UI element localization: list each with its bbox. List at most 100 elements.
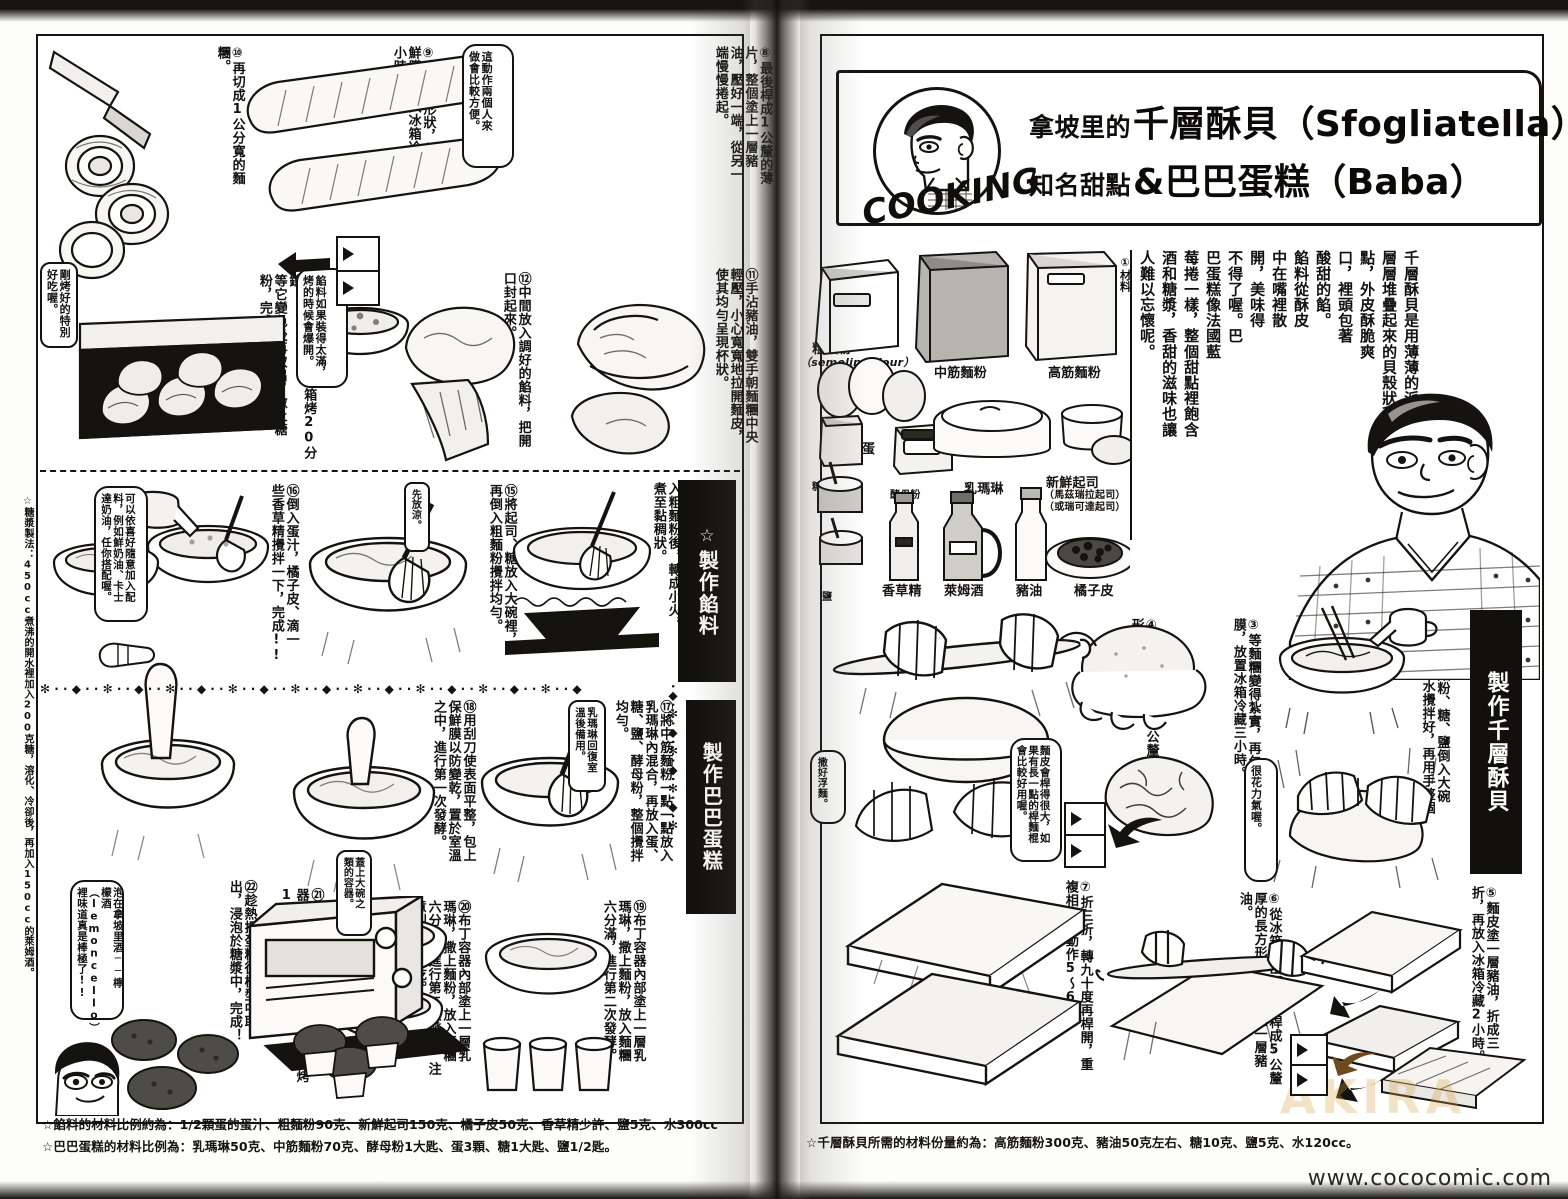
column-separator-vertical: ·◆·✻·◆·✻·◆·✻·◆·✻ [666,684,680,833]
dough-slab-illustration [822,860,1102,1100]
intro-col-2: 層層堆疊起來的貝殼狀甜 [1380,250,1399,422]
bubble-effort: 很花力氣喔。 [1244,758,1278,882]
knife-and-rolls-illustration [46,44,226,324]
wrapped-dough-illustration [1372,1034,1536,1114]
rolling-pin-illustration [1086,930,1336,1100]
bubble-rolling-pin-text: 麵皮會桿得很大，如 果有長一點的桿麵棍 會比較好用喔。 [1015,745,1051,844]
intro-col-4: 口，裡頭包著 [1336,250,1355,344]
bubble-filling-overfill-text: 餡料如果裝得太滿， 烤的時候會爆開。 [301,275,328,378]
site-watermark: www.cococomic.com [1307,1166,1552,1191]
intro-col-11: 莓捲一樣，整個甜點裡飽含 [1182,250,1201,438]
cream-bowl-illustration [88,660,248,860]
play-triangle-icon [343,247,354,261]
filling-cone-illustration [388,288,528,468]
fast-forward-icon-left [336,236,380,306]
mixing-bowl-illustration [1250,600,1440,750]
flow-arrow-left-right [1106,812,1164,856]
bubble-topping-options: 可以依喜好隨意加入配 料，例如鮮奶油、卡士 達奶油，任你搭配喔。 [94,486,148,622]
big-rolling-pin-illustration [826,600,1096,820]
step-5-text: ⑤麵皮塗一層豬油，折成三 折，再放入冰箱冷藏2小時。 [1468,886,1499,1064]
title-lines: 拿坡里的 千層酥貝（Sfogliatella） 知名甜點 &巴巴蛋糕（Baba） [1029,95,1568,205]
kneading-hands-illustration [1250,740,1460,890]
mixing-bowl-whisk-illustration [292,500,482,680]
intro-col-13: 人難以忘懷呢。 [1138,250,1157,360]
left-page-separator-mid: ✻ · · ◆ · · ✻ · · ◆ · · ✻ · · ◆ · · ✻ · … [40,682,582,696]
intro-col-3: 點，外皮酥脆爽 [1358,250,1377,360]
star-icon: ☆ [699,526,714,546]
ingredients-divider [1130,250,1132,540]
bubble-cover-container-text: 蓋上大碗之 類的容器。 [341,857,364,909]
title-row-2: 知名甜點 &巴巴蛋糕（Baba） [1029,153,1568,205]
section-banner-baba-label: 製作巴巴蛋糕 [699,742,723,872]
footnote-filling: ☆餡料的材料比例約為：1/2顆蛋的蛋汁、粗麵粉90克、新鮮起司150克、橘子皮5… [42,1117,719,1132]
ingredients-illustration [800,250,1130,600]
section-banner-baba: 製作巴巴蛋糕 [686,700,736,914]
shaping-cup-illustration [546,284,726,464]
ingredient-label-allpurpose: 中筋麵粉 [934,366,988,381]
bubble-margarine-temp-text: 乳瑪琳回復室 溫後備用。 [573,707,598,773]
ingredients-panel-label: ①材料 [1118,256,1132,293]
dough-logs-illustration [236,46,526,256]
ingredient-label-orange-peel: 橘子皮 [1074,584,1114,599]
baking-tray-illustration [74,286,290,466]
step-19-text: ⑲布丁容器內部塗上一層乳 瑪琳，撒上麵粉，放入麵糰 六分滿，進行第二次發酵。 [600,900,646,1063]
intro-col-7: 中在嘴裡散 [1270,250,1289,328]
bubble-cover-container: 蓋上大碗之 類的容器。 [336,850,372,936]
dough-ball-hands-illustration [1046,610,1226,750]
intro-col-5: 酸甜的餡。 [1314,250,1333,328]
title-line2-small: 知名甜點 [1029,171,1132,200]
play-triangle-icon [1297,1043,1308,1057]
fast-forward-icon-right [1064,802,1106,868]
bubble-cool-first: 先放涼。 [404,482,430,552]
ingredient-label-vanilla: 香草精 [882,584,922,599]
section-banner-filling-label: 製作餡料 [695,550,719,636]
title-line1-small: 拿坡里的 [1029,113,1132,142]
bubble-two-people: 這動作兩個人來 做會比較方便。 [462,44,514,168]
pointing-hand-icon [94,630,160,676]
bubble-cool-first-text: 先放涼。 [409,489,421,531]
play-triangle-icon [1297,1073,1308,1087]
intro-col-6: 餡料從酥皮 [1292,250,1311,328]
chef-portrait-icon [873,87,1001,215]
flow-arrow-left-page [274,246,332,286]
step-18-text: ⑱用刮刀使表面平整，包上 保鮮膜以防變乾，置於室溫 之中，進行第一次發酵。 [430,700,476,863]
plated-babas-illustration [98,1012,248,1122]
title-header: COOKING 拿坡里的 千層酥貝（Sfogliatella） 知名甜點 &巴巴… [836,70,1568,234]
bubble-lemoncello: 泡在拿坡里酒──檸 檬酒（lemoncello） 裡味道真是棒極了!! [70,880,124,1033]
ingredient-label-salt: 鹽 [822,588,832,603]
page-curl-left [690,0,750,1199]
pudding-molds-illustration [462,904,642,1104]
intro-col-10: 巴蛋糕像法國藍 [1204,250,1223,360]
step-15-text: ⑮將起司、糖放入大碗裡， 再倒入粗麵粉攪拌均勻。 [486,484,517,647]
bubble-topping-options-text: 可以依喜好隨意加入配 料，例如鮮奶油、卡士 達奶油，任你搭配喔。 [99,493,136,603]
pot-on-stove-illustration [492,490,672,676]
ingredient-label-lard: 豬油 [1016,584,1043,599]
intro-col-9: 不得了喔。巴 [1226,250,1245,344]
section-banner-sfogliatella: 製作千層酥貝 [1470,610,1522,874]
bubble-rolling-pin-tip: 麵皮會桿得很大，如 果有長一點的桿麵棍 會比較好用喔。 [1010,738,1062,862]
bubble-margarine-temp: 乳瑪琳回復室 溫後備用。 [568,700,606,792]
step-17-text: ⑰將中筋麵粉一點一點放入 乳瑪琳內混合，再放入蛋、 糖、鹽、酵母粉，整個攪拌 均… [612,700,673,863]
play-triangle-icon [343,281,354,295]
ingredient-label-egg: 蛋 [862,442,876,457]
ingredient-label-rum: 萊姆酒 [944,584,984,599]
bubble-flour-dusting-text: 撒好浮麵。 [815,757,826,809]
ingredient-label-bread-flour: 高筋麵粉 [1048,366,1102,381]
page-curl-right [800,0,864,1199]
intro-col-1: 千層酥貝是用薄薄的派皮， [1402,250,1421,438]
bubble-just-baked-text: 剛烤好的特別 好吃喔。 [45,269,72,338]
step-10-text: ⑩再切成1公分寬的麵 糰。 [214,46,245,186]
bubble-lemoncello-text: 泡在拿坡里酒──檸 檬酒（lemoncello） 裡味道真是棒極了!! [75,887,124,1034]
bubble-flour-dusting: 撒好浮麵。 [810,750,846,824]
footnote-sfogliatella: ☆千層酥貝所需的材料份量約為：高筋麵粉300克、豬油50克左右、糖10克、鹽5克… [806,1135,1359,1150]
play-triangle-icon [1071,812,1082,826]
section-banner-filling: ☆ 製作餡料 [678,480,736,682]
bubble-effort-text: 很花力氣喔。 [1249,765,1263,834]
left-page-separator-top [40,470,740,472]
syrup-note: ☆糖漿製法：450cc煮沸的開水裡加入200克糖，溶化、冷卻後，再加入150cc… [22,496,33,978]
title-row-1: 拿坡里的 千層酥貝（Sfogliatella） [1029,95,1568,147]
intro-col-8: 開，美味得 [1248,250,1267,328]
oven-illustration [236,896,486,1106]
footnote-baba: ☆巴巴蛋糕的材料比例為：乳瑪琳50克、中筋麵粉70克、酵母粉1大匙、蛋3顆、糖1… [42,1139,618,1154]
ingredient-label-cheese-sub: （馬茲瑞拉起司） （或瑞可達起司） [1044,490,1126,513]
